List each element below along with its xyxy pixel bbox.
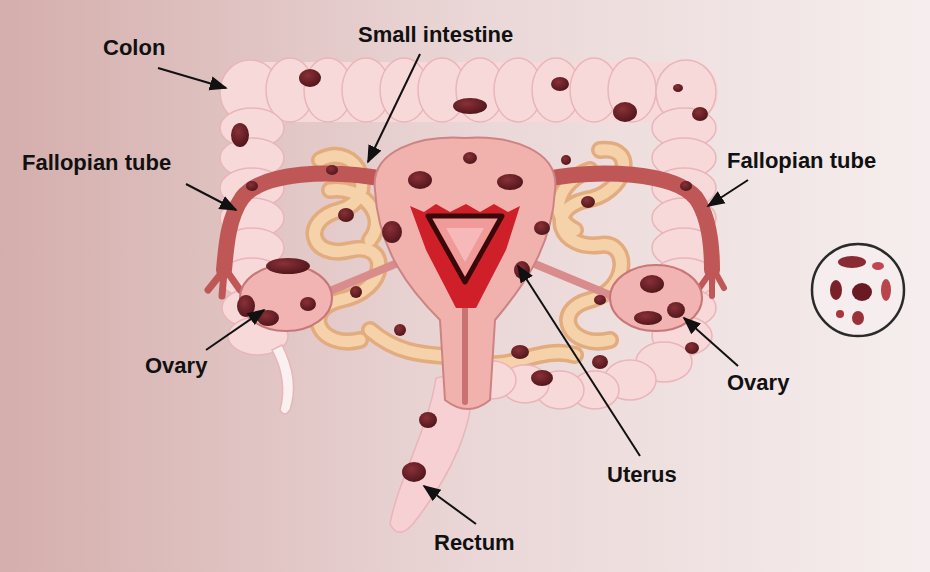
part-label: Rectum (434, 530, 515, 556)
endometriosis-lesion (231, 69, 708, 482)
colon (220, 58, 718, 532)
part-label: Ovary (145, 353, 207, 379)
part-label: Fallopian tube (22, 150, 171, 176)
leader-line (158, 54, 748, 524)
part-label: Uterus (607, 462, 677, 488)
part-label: Ovary (727, 370, 789, 396)
part-label: Small intestine (358, 22, 513, 48)
part-label: Colon (103, 35, 165, 61)
uterus (375, 138, 556, 409)
part-label: Fallopian tube (727, 148, 876, 174)
cell-inset (812, 244, 904, 336)
